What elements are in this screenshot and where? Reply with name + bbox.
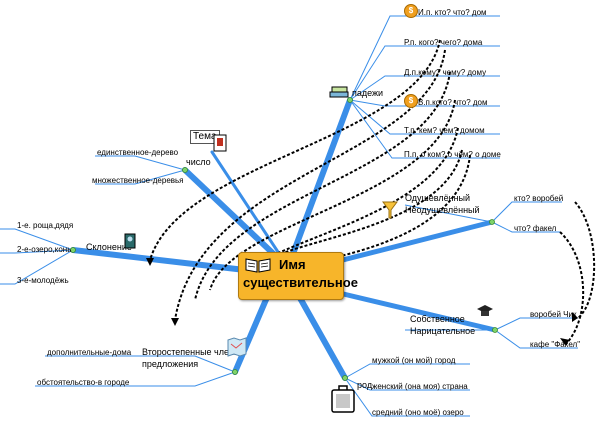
dollar-coin-icon: $ xyxy=(404,4,418,18)
padezhi-child-3[interactable]: В.п.кого? что? дом xyxy=(418,98,488,107)
padezhi-child-0[interactable]: И.п. кто? что? дом xyxy=(418,8,487,17)
sobstv-line2[interactable]: Нарицательное xyxy=(410,326,476,336)
sklonenie-child-2[interactable]: 3-е-молодёжь xyxy=(17,276,69,285)
main-branches xyxy=(70,97,498,381)
branch-odush xyxy=(332,219,495,265)
padezhi-child-5[interactable]: П.п. о ком? о чём? о доме xyxy=(404,150,501,159)
central-node-line1: Имя xyxy=(279,257,306,272)
sklonenie-label[interactable]: Склонение xyxy=(86,242,132,252)
branch-sklonenie xyxy=(70,247,248,273)
vtorostep-child-1[interactable]: обстоятельство-в городе xyxy=(37,378,130,387)
book-marker-icon xyxy=(213,134,227,152)
briefcase-icon xyxy=(331,385,355,413)
tema-label[interactable]: Тема xyxy=(190,130,220,144)
branch-vtorostep xyxy=(232,292,271,375)
sobstv-child-1[interactable]: кафе "Факел" xyxy=(530,340,581,349)
sobstv-line1[interactable]: Собственное xyxy=(410,314,465,324)
rod-child-0[interactable]: мужкой (он мой) город xyxy=(372,356,456,365)
sklonenie-child-0[interactable]: 1-е. роща,дядя xyxy=(17,221,74,230)
dollar-coin-icon: $ xyxy=(404,94,418,108)
tape-icon xyxy=(124,233,136,249)
chislo-label[interactable]: число xyxy=(186,157,211,167)
branch-chislo xyxy=(182,167,283,263)
odush-child-0[interactable]: кто? воробей xyxy=(514,194,564,203)
arrow-heads xyxy=(146,258,578,345)
branch-sobstv xyxy=(332,289,498,333)
junction-nodes xyxy=(70,97,498,381)
branch-tema xyxy=(210,150,284,260)
padezhi-child-4[interactable]: Т.п. кем? чем? домом xyxy=(404,126,485,135)
central-node[interactable]: Имя существительное xyxy=(238,252,358,300)
rod-child-2[interactable]: средний (оно моё) озеро xyxy=(372,408,464,417)
open-book-icon xyxy=(245,258,271,273)
graduation-cap-icon xyxy=(477,305,493,316)
padezhi-child-2[interactable]: Д.п.кому? чему? дому xyxy=(404,68,487,77)
chislo-child-1[interactable]: множественное-деревья xyxy=(92,176,184,185)
padezhi-child-1[interactable]: Р.п. кого? чего? дома xyxy=(404,38,483,47)
sklonenie-child-1[interactable]: 2-е-озеро,конь xyxy=(17,245,72,254)
vtorostep-child-0[interactable]: дополнительные-дома xyxy=(47,348,132,357)
leaf-lines xyxy=(0,15,578,417)
sobstv-child-0[interactable]: воробей Чик xyxy=(530,310,577,319)
central-node-line2: существительное xyxy=(243,275,358,290)
vtorostep-line1[interactable]: Второстепенные члены xyxy=(142,347,241,357)
rod-label[interactable]: род xyxy=(357,380,373,390)
books-stack-icon xyxy=(329,86,349,98)
odush-line2[interactable]: Неодушевлённый xyxy=(405,205,480,215)
odush-child-1[interactable]: что? факел xyxy=(514,224,557,233)
chislo-child-0[interactable]: единственное-дерево xyxy=(97,148,179,157)
funnel-icon xyxy=(382,201,398,219)
rod-child-1[interactable]: женский (она моя) страна xyxy=(372,382,468,391)
padezhi-label[interactable]: падежи xyxy=(352,88,384,98)
vtorostep-line2[interactable]: предложения xyxy=(142,359,199,369)
branch-padezhi xyxy=(287,97,353,265)
map-icon xyxy=(227,337,247,357)
branch-rod xyxy=(297,295,348,381)
odush-line1[interactable]: Одушевлённый xyxy=(405,193,471,203)
